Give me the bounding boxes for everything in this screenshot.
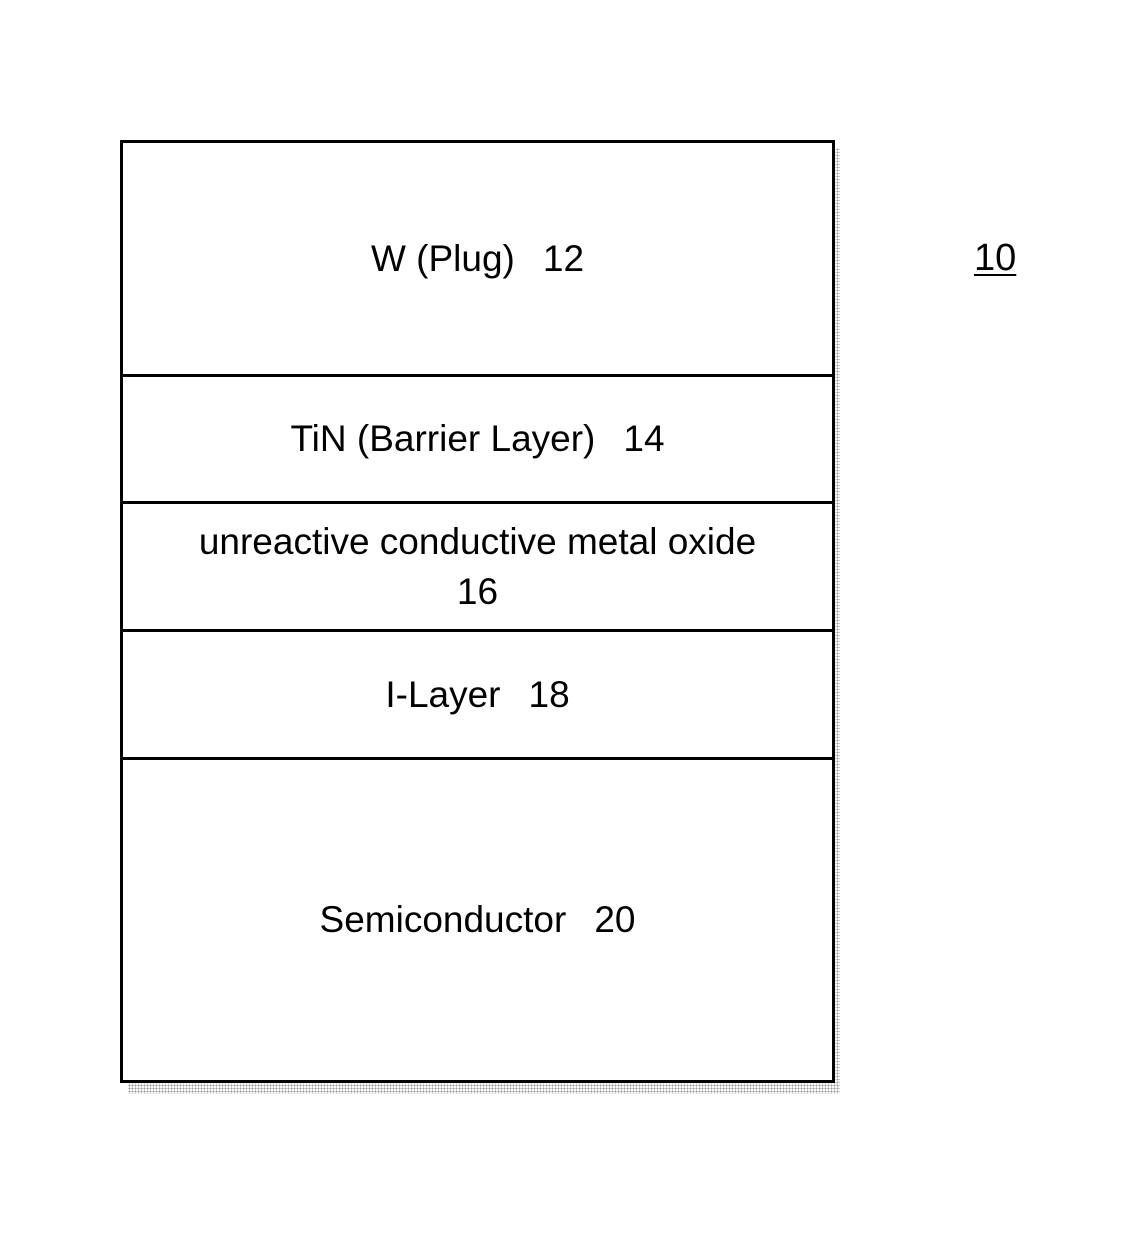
layer-reference-number: 20 [594, 899, 635, 940]
layer-semiconductor: Semiconductor 20 [123, 760, 832, 1080]
layer-i-layer: I-Layer 18 [123, 632, 832, 760]
layer-w-plug: W (Plug) 12 [123, 143, 832, 377]
layer-label: W (Plug) [371, 238, 515, 279]
layer-stack: W (Plug) 12 TiN (Barrier Layer) 14 unreact… [120, 140, 835, 1083]
layer-reference-number: 16 [457, 571, 498, 612]
layer-reference-number: 12 [543, 238, 584, 279]
layer-reference-number: 14 [623, 418, 664, 459]
layer-label: I-Layer [385, 674, 500, 715]
layer-metal-oxide: unreactive conductive metal oxide 16 [123, 504, 832, 632]
layer-reference-number: 18 [529, 674, 570, 715]
layer-tin-barrier: TiN (Barrier Layer) 14 [123, 377, 832, 504]
layer-label: Semiconductor [320, 899, 567, 940]
layer-label: TiN (Barrier Layer) [290, 418, 595, 459]
figure-reference-number: 10 [974, 238, 1016, 278]
layer-label: unreactive conductive metal oxide [199, 521, 756, 562]
